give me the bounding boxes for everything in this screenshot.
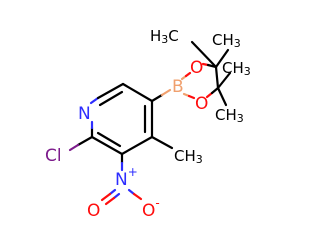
bond-c2-cl-half bbox=[68, 143, 80, 152]
molecule-drawing: N Cl N+ O O- CH3 B O O H bbox=[45, 27, 250, 222]
bond-pinacol-methyl-1 bbox=[190, 40, 218, 69]
nitro-nitrogen-charge: + bbox=[128, 165, 138, 179]
nitro-oxygen-single-symbol: O bbox=[142, 201, 155, 221]
boronate-oxygen-upper-label: O bbox=[190, 58, 203, 78]
pinacol-methyl-3-main: CH bbox=[222, 59, 244, 77]
ring-methyl-main: CH bbox=[174, 147, 196, 165]
pinacol-methyl-2-sub: 3 bbox=[234, 37, 241, 50]
bond-c-c-pinacol bbox=[214, 65, 220, 90]
pinacol-methyl-3-label: CH3 bbox=[222, 59, 250, 79]
pinacol-methyl-2-label: CH3 bbox=[212, 31, 241, 51]
bond-nitro-o2b bbox=[132, 192, 143, 201]
pinacol-methyl-4-sub: 3 bbox=[237, 112, 244, 125]
nitro-nitrogen-symbol: N bbox=[115, 170, 128, 190]
bond-nitro-o1b bbox=[100, 192, 112, 202]
pinacol-methyl-4-main: CH bbox=[215, 106, 237, 124]
ring-methyl-label: CH3 bbox=[174, 147, 203, 167]
bond-n-c6-inner bbox=[98, 90, 124, 107]
ring-nitrogen-label: N bbox=[78, 104, 91, 124]
pinacol-methyl-3-sub: 3 bbox=[244, 65, 250, 78]
bond-c3-c2-inner bbox=[96, 131, 122, 148]
nitro-nitrogen-label: N+ bbox=[115, 165, 138, 191]
bond-nitro-o1d bbox=[104, 196, 116, 206]
nitro-oxygen-single-label: O- bbox=[142, 196, 160, 222]
bond-pinacol-methyl-2 bbox=[214, 48, 230, 69]
pinacol-methyl-1-tail: C bbox=[168, 27, 178, 45]
nitro-oxygen-single-charge: - bbox=[155, 196, 159, 210]
bond-c5-b bbox=[150, 93, 164, 103]
boron-label: B bbox=[172, 77, 184, 97]
bond-c6-c5 bbox=[121, 82, 154, 103]
bond-o-lower-c-b bbox=[210, 86, 220, 95]
pyridine-ring bbox=[89, 82, 154, 156]
ring-methyl-sub: 3 bbox=[196, 153, 203, 166]
pinacol-methyl-1-label: H3C bbox=[150, 27, 179, 47]
bond-pinacol-methyl-4 bbox=[216, 86, 228, 107]
bond-n-c6 bbox=[89, 96, 100, 105]
bond-c4-methyl bbox=[150, 135, 174, 150]
bond-b-o-upper-b bbox=[184, 71, 192, 78]
boronate-oxygen-lower-label: O bbox=[195, 94, 208, 114]
bond-c5-b-half bbox=[160, 88, 172, 97]
bond-n-c6-tail bbox=[96, 82, 125, 100]
chemical-structure: N Cl N+ O O- CH3 B O O H bbox=[45, 26, 250, 222]
bond-c3-c2 bbox=[90, 135, 124, 156]
pinacol-methyl-4-label: CH3 bbox=[215, 106, 244, 126]
bond-b-o-lower-b bbox=[187, 94, 196, 100]
nitro-oxygen-double-label: O bbox=[87, 201, 100, 221]
pinacol-methyl-2-main: CH bbox=[212, 31, 234, 49]
bond-pinacol-methyl-3 bbox=[216, 71, 232, 90]
bond-c4-c3 bbox=[120, 135, 154, 156]
pinacol-methyl-1-sub: 3 bbox=[161, 33, 168, 46]
pinacol-methyl-1-main: H bbox=[150, 27, 161, 45]
chlorine-label: Cl bbox=[45, 146, 62, 166]
bond-c2-cl bbox=[76, 135, 94, 147]
